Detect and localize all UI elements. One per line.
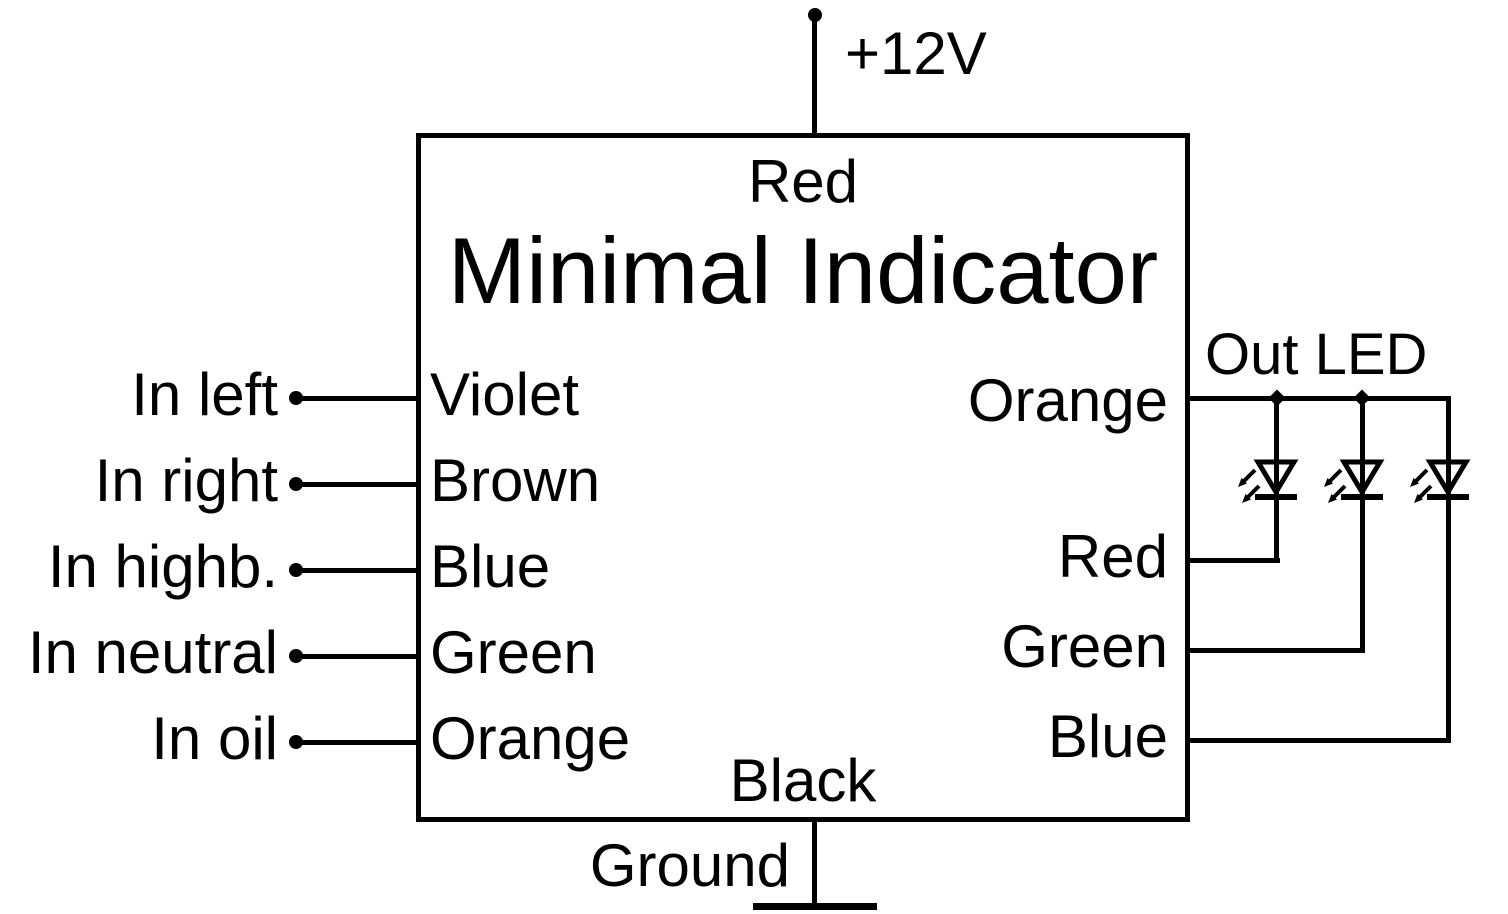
output-pin-label: Blue: [1047, 703, 1168, 770]
led-return-wire: [1188, 648, 1365, 653]
led-icon: [1410, 459, 1471, 503]
input-pin-label: Green: [430, 619, 597, 686]
power-wire: [812, 12, 817, 133]
indicator-box: [416, 133, 1190, 822]
ground-symbol: [753, 903, 877, 910]
led-return-wire: [1188, 558, 1280, 563]
input-label: In right: [94, 447, 278, 514]
input-wire: [293, 740, 417, 745]
input-wire: [293, 396, 417, 401]
input-wire: [293, 654, 417, 659]
input-wire: [293, 568, 417, 573]
led-branch-wire: [1360, 396, 1365, 653]
bottom-pin-label: Black: [729, 747, 877, 814]
input-pin-label: Violet: [430, 361, 580, 428]
out-led-group-label: Out LED: [1205, 322, 1428, 387]
input-pin-label: Orange: [430, 705, 631, 772]
input-pin-label: Blue: [430, 533, 551, 600]
top-pin-label: Red: [747, 148, 859, 215]
led-return-wire: [1188, 738, 1451, 743]
input-wire: [293, 482, 417, 487]
power-label: +12V: [845, 20, 987, 87]
input-label: In left: [131, 361, 278, 428]
led-branch-wire: [1446, 396, 1451, 743]
input-label: In neutral: [27, 619, 278, 686]
box-title: Minimal Indicator: [447, 218, 1159, 323]
led-branch-wire: [1274, 396, 1279, 563]
led-icon: [1238, 459, 1299, 503]
led-icon: [1324, 459, 1385, 503]
output-pin-label: Red: [1057, 523, 1168, 590]
output-common-wire: [1188, 396, 1451, 401]
input-pin-label: Brown: [430, 447, 601, 514]
input-label: In oil: [151, 705, 278, 772]
input-label: In highb.: [47, 533, 278, 600]
ground-wire: [812, 820, 817, 908]
output-pin-label: Green: [1001, 613, 1168, 680]
output-pin-label: Orange: [967, 367, 1168, 434]
ground-label: Ground: [589, 832, 790, 899]
